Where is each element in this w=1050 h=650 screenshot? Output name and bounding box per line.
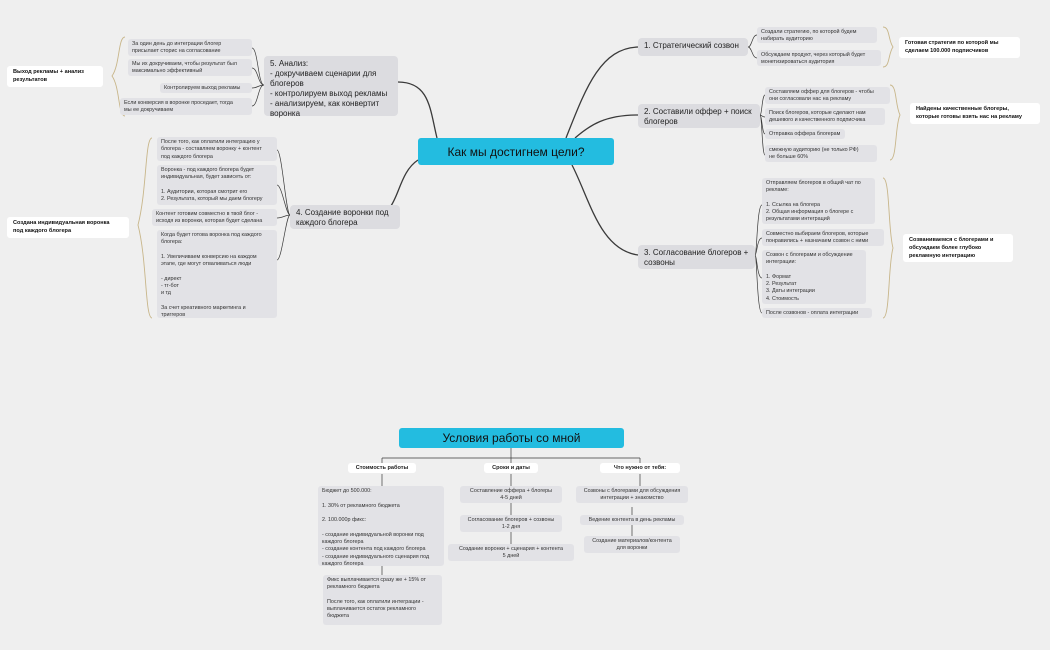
branch1-item-2[interactable]: Обсуждаем продукт, через который будет м… bbox=[757, 50, 881, 66]
branch-analysis[interactable]: 5. Анализ: - докручиваем сценарии для бл… bbox=[264, 56, 398, 118]
branch5-item-3[interactable]: Контролируем выход рекламы bbox=[160, 83, 252, 93]
branch4-item-2[interactable]: Воронка - под каждого блогера будет инди… bbox=[157, 165, 277, 205]
col-cost-head[interactable]: Стоимость работы bbox=[348, 463, 416, 473]
col-needs-head[interactable]: Что нужно от тебя: bbox=[600, 463, 680, 473]
branch4-item-3[interactable]: Контент готовим совместно в твой блог - … bbox=[152, 209, 277, 226]
branch-strategy-call[interactable]: 1. Стратегический созвон bbox=[638, 38, 748, 56]
summary-strategy[interactable]: Готовая стратегия по которой мы сделаем … bbox=[899, 37, 1020, 58]
branch4-item-1[interactable]: После того, как оплатили интеграцию у бл… bbox=[157, 137, 277, 161]
dates-item-2[interactable]: Согласование блогеров + созвоны 1-2 дня bbox=[460, 515, 562, 532]
needs-item-1[interactable]: Созвоны с блогерами для обсуждения интег… bbox=[576, 486, 688, 503]
branch4-item-4[interactable]: Когда будет готова воронка под каждого б… bbox=[157, 230, 277, 318]
branch3-item-1[interactable]: Отправляем блогеров в общий чат по рекла… bbox=[762, 178, 875, 224]
branch5-item-1[interactable]: За один день до интеграции блогер присыл… bbox=[128, 39, 252, 56]
cost-item-1[interactable]: Бюджет до 500.000: 1. 30% от рекламного … bbox=[318, 486, 444, 567]
summary-ad-launch[interactable]: Выход рекламы + анализ результатов bbox=[7, 66, 103, 87]
branch-funnel-creation[interactable]: 4. Создание воронки под каждого блогера bbox=[290, 205, 400, 229]
needs-item-2[interactable]: Ведение контента в день рекламы bbox=[580, 515, 684, 525]
dates-item-3[interactable]: Создание воронки + сценария + контента 5… bbox=[448, 544, 574, 561]
branch3-item-2[interactable]: Совместно выбираем блогеров, которые пон… bbox=[762, 229, 884, 246]
branch3-item-3[interactable]: Созвон с блогерами и обсуждение интеграц… bbox=[762, 250, 866, 304]
branch5-item-2[interactable]: Мы их докручиваем, чтобы результат был м… bbox=[128, 59, 252, 76]
branch-offer-search[interactable]: 2. Составили оффер + поиск блогеров bbox=[638, 104, 760, 128]
dates-item-1[interactable]: Составление оффера + блогеры 4-5 дней bbox=[460, 486, 562, 503]
branch2-item-3[interactable]: Отправка оффера блогерам bbox=[765, 129, 845, 139]
root-node[interactable]: Как мы достигнем цели? bbox=[418, 138, 614, 165]
branch5-item-4[interactable]: Если конверсия в воронке проседает, тогд… bbox=[120, 98, 252, 115]
branch3-item-4[interactable]: После созвонов - оплата интеграции bbox=[762, 308, 872, 318]
cost-item-2[interactable]: Фикс выплачивается сразу же + 15% от рек… bbox=[323, 575, 442, 625]
branch2-item-4[interactable]: смежную аудиторию (не только РФ) не боль… bbox=[765, 145, 877, 162]
col-dates-head[interactable]: Сроки и даты bbox=[484, 463, 538, 473]
conditions-root[interactable]: Условия работы со мной bbox=[399, 428, 624, 448]
branch2-item-2[interactable]: Поиск блогеров, которые сделают нам деше… bbox=[765, 108, 885, 125]
branch-approval-calls[interactable]: 3. Согласование блогеров + созвоны bbox=[638, 245, 755, 269]
summary-bloggers-found[interactable]: Найдены качественные блогеры, которые го… bbox=[910, 103, 1040, 124]
branch2-item-1[interactable]: Составляем оффер для блогеров - чтобы он… bbox=[765, 87, 890, 104]
summary-funnel[interactable]: Создана индивидуальная воронка под каждо… bbox=[7, 217, 129, 238]
branch1-item-1[interactable]: Создали стратегию, по которой будем наби… bbox=[757, 27, 877, 43]
summary-calls[interactable]: Созваниваемся с блогерами и обсуждаем бо… bbox=[903, 234, 1013, 262]
needs-item-3[interactable]: Создание материалов/контента для воронки bbox=[584, 536, 680, 553]
